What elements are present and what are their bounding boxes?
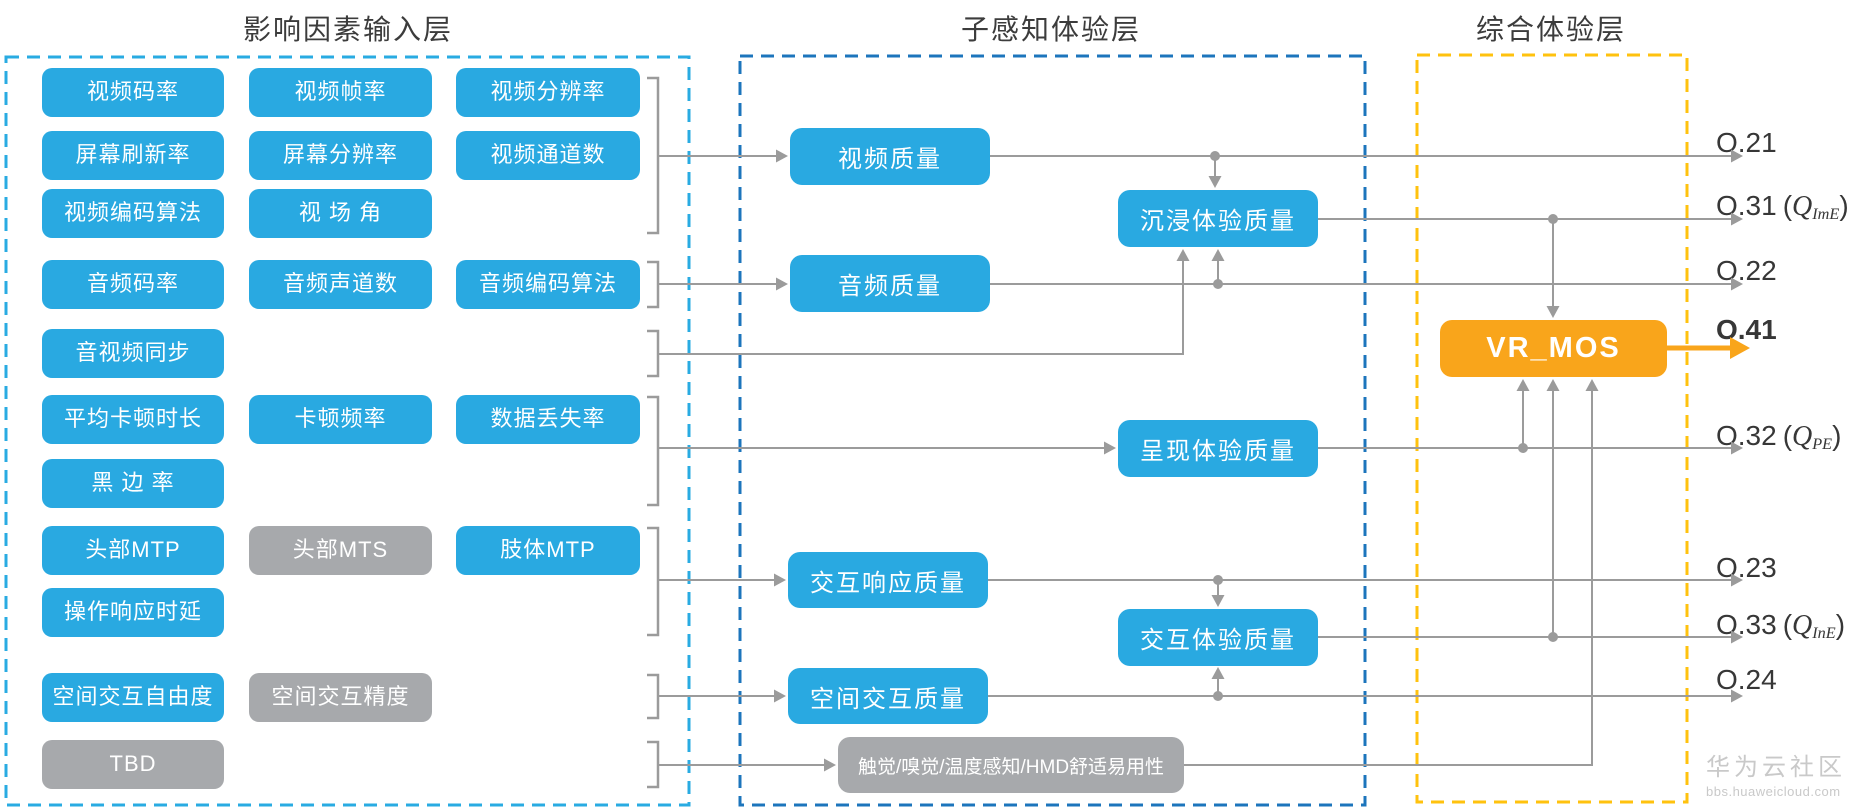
node-immersive-experience-quality: 沉浸体验质量 xyxy=(1118,190,1318,247)
group-bracket xyxy=(647,76,660,235)
arrowhead xyxy=(776,277,788,291)
group-bracket xyxy=(647,260,660,309)
arrowhead xyxy=(774,573,786,587)
group-bracket xyxy=(647,395,660,507)
output-o23-value: O.23 xyxy=(1716,552,1777,583)
factor-video-framerate: 视频帧率 xyxy=(249,68,432,117)
factor-video-channel-count: 视频通道数 xyxy=(456,131,640,180)
output-o22-value: O.22 xyxy=(1716,255,1777,286)
output-o22: O.22 xyxy=(1716,255,1777,287)
output-o21-value: O.21 xyxy=(1716,127,1777,158)
arrowhead xyxy=(774,689,786,703)
output-o32: O.32(QPE) xyxy=(1716,420,1841,454)
arrowhead xyxy=(1211,595,1225,607)
group-bracket xyxy=(647,673,660,720)
watermark-url: bbs.huaweicloud.com xyxy=(1706,784,1841,799)
factor-audio-channel-count: 音频声道数 xyxy=(249,260,432,309)
factor-head-mtp: 头部MTP xyxy=(42,526,224,575)
layer-title-overall: 综合体验层 xyxy=(1475,14,1626,45)
factor-operation-response-delay: 操作响应时延 xyxy=(42,588,224,637)
factor-audio-codec: 音频编码算法 xyxy=(456,260,640,309)
output-o31: O.31(QImE) xyxy=(1716,190,1849,224)
factor-field-of-view: 视 场 角 xyxy=(249,189,432,238)
layer-box-overall xyxy=(1415,53,1689,804)
arrowhead xyxy=(824,758,836,772)
factor-audio-bitrate: 音频码率 xyxy=(42,260,224,309)
arrowhead xyxy=(1546,306,1560,318)
output-o41-value: O.41 xyxy=(1716,314,1777,345)
output-o33: O.33(QInE) xyxy=(1716,609,1845,643)
output-o31-value: O.31 xyxy=(1716,190,1777,221)
watermark-title: 华为云社区 xyxy=(1706,754,1846,781)
output-o41: O.41 xyxy=(1716,314,1777,346)
layer-title-perception: 子感知体验层 xyxy=(960,14,1141,45)
group-bracket xyxy=(647,329,660,378)
arrowhead xyxy=(776,149,788,163)
factor-screen-resolution: 屏幕分辨率 xyxy=(249,131,432,180)
group-bracket xyxy=(647,740,660,789)
factor-video-bitrate: 视频码率 xyxy=(42,68,224,117)
factor-spatial-interaction-precision: 空间交互精度 xyxy=(249,673,432,722)
junction-dot xyxy=(1548,632,1558,642)
arrowhead xyxy=(1176,249,1190,261)
node-other-senses: 触觉/嗅觉/温度感知/HMD舒适易用性 xyxy=(838,737,1184,793)
arrowhead xyxy=(1211,667,1225,679)
node-interaction-response-quality: 交互响应质量 xyxy=(788,552,988,608)
node-video-quality: 视频质量 xyxy=(790,128,990,185)
factor-black-edge-rate: 黑 边 率 xyxy=(42,459,224,508)
factor-screen-refresh-rate: 屏幕刷新率 xyxy=(42,131,224,180)
arrowhead xyxy=(1211,249,1225,261)
factor-avg-stall-duration: 平均卡顿时长 xyxy=(42,395,224,444)
output-o23: O.23 xyxy=(1716,552,1777,584)
factor-spatial-interaction-dof: 空间交互自由度 xyxy=(42,673,224,722)
node-audio-quality: 音频质量 xyxy=(790,255,990,312)
output-o32-formula: (QPE) xyxy=(1782,420,1842,454)
vr-mos-node: VR_MOS xyxy=(1440,320,1667,377)
node-interaction-experience-quality: 交互体验质量 xyxy=(1118,609,1318,666)
factor-head-mts: 头部MTS xyxy=(249,526,432,575)
output-o24-value: O.24 xyxy=(1716,664,1777,695)
arrowhead xyxy=(1208,176,1222,188)
factor-stall-frequency: 卡顿频率 xyxy=(249,395,432,444)
output-o31-formula: (QImE) xyxy=(1782,190,1849,224)
node-presentation-experience-quality: 呈现体验质量 xyxy=(1118,420,1318,477)
group-bracket xyxy=(647,526,660,637)
factor-video-codec: 视频编码算法 xyxy=(42,189,224,238)
output-o24: O.24 xyxy=(1716,664,1777,696)
factor-tbd: TBD xyxy=(42,740,224,789)
arrowhead xyxy=(1104,441,1116,455)
output-o33-value: O.33 xyxy=(1716,609,1777,640)
watermark: 华为云社区 bbs.huaweicloud.com xyxy=(1706,747,1846,799)
output-o32-value: O.32 xyxy=(1716,420,1777,451)
output-o21: O.21 xyxy=(1716,127,1777,159)
arrowhead xyxy=(1516,379,1530,391)
arrowhead xyxy=(1546,379,1560,391)
junction-dot xyxy=(1213,691,1223,701)
junction-dot xyxy=(1548,214,1558,224)
layer-title-input: 影响因素输入层 xyxy=(242,14,453,45)
node-spatial-interaction-quality: 空间交互质量 xyxy=(788,668,988,724)
factor-data-loss-rate: 数据丢失率 xyxy=(456,395,640,444)
junction-dot xyxy=(1213,575,1223,585)
arrowhead xyxy=(1585,379,1599,391)
junction-dot xyxy=(1213,279,1223,289)
factor-av-sync: 音视频同步 xyxy=(42,329,224,378)
factor-limb-mtp: 肢体MTP xyxy=(456,526,640,575)
junction-dot xyxy=(1518,443,1528,453)
junction-dot xyxy=(1210,151,1220,161)
output-o33-formula: (QInE) xyxy=(1782,609,1846,643)
factor-video-resolution: 视频分辨率 xyxy=(456,68,640,117)
